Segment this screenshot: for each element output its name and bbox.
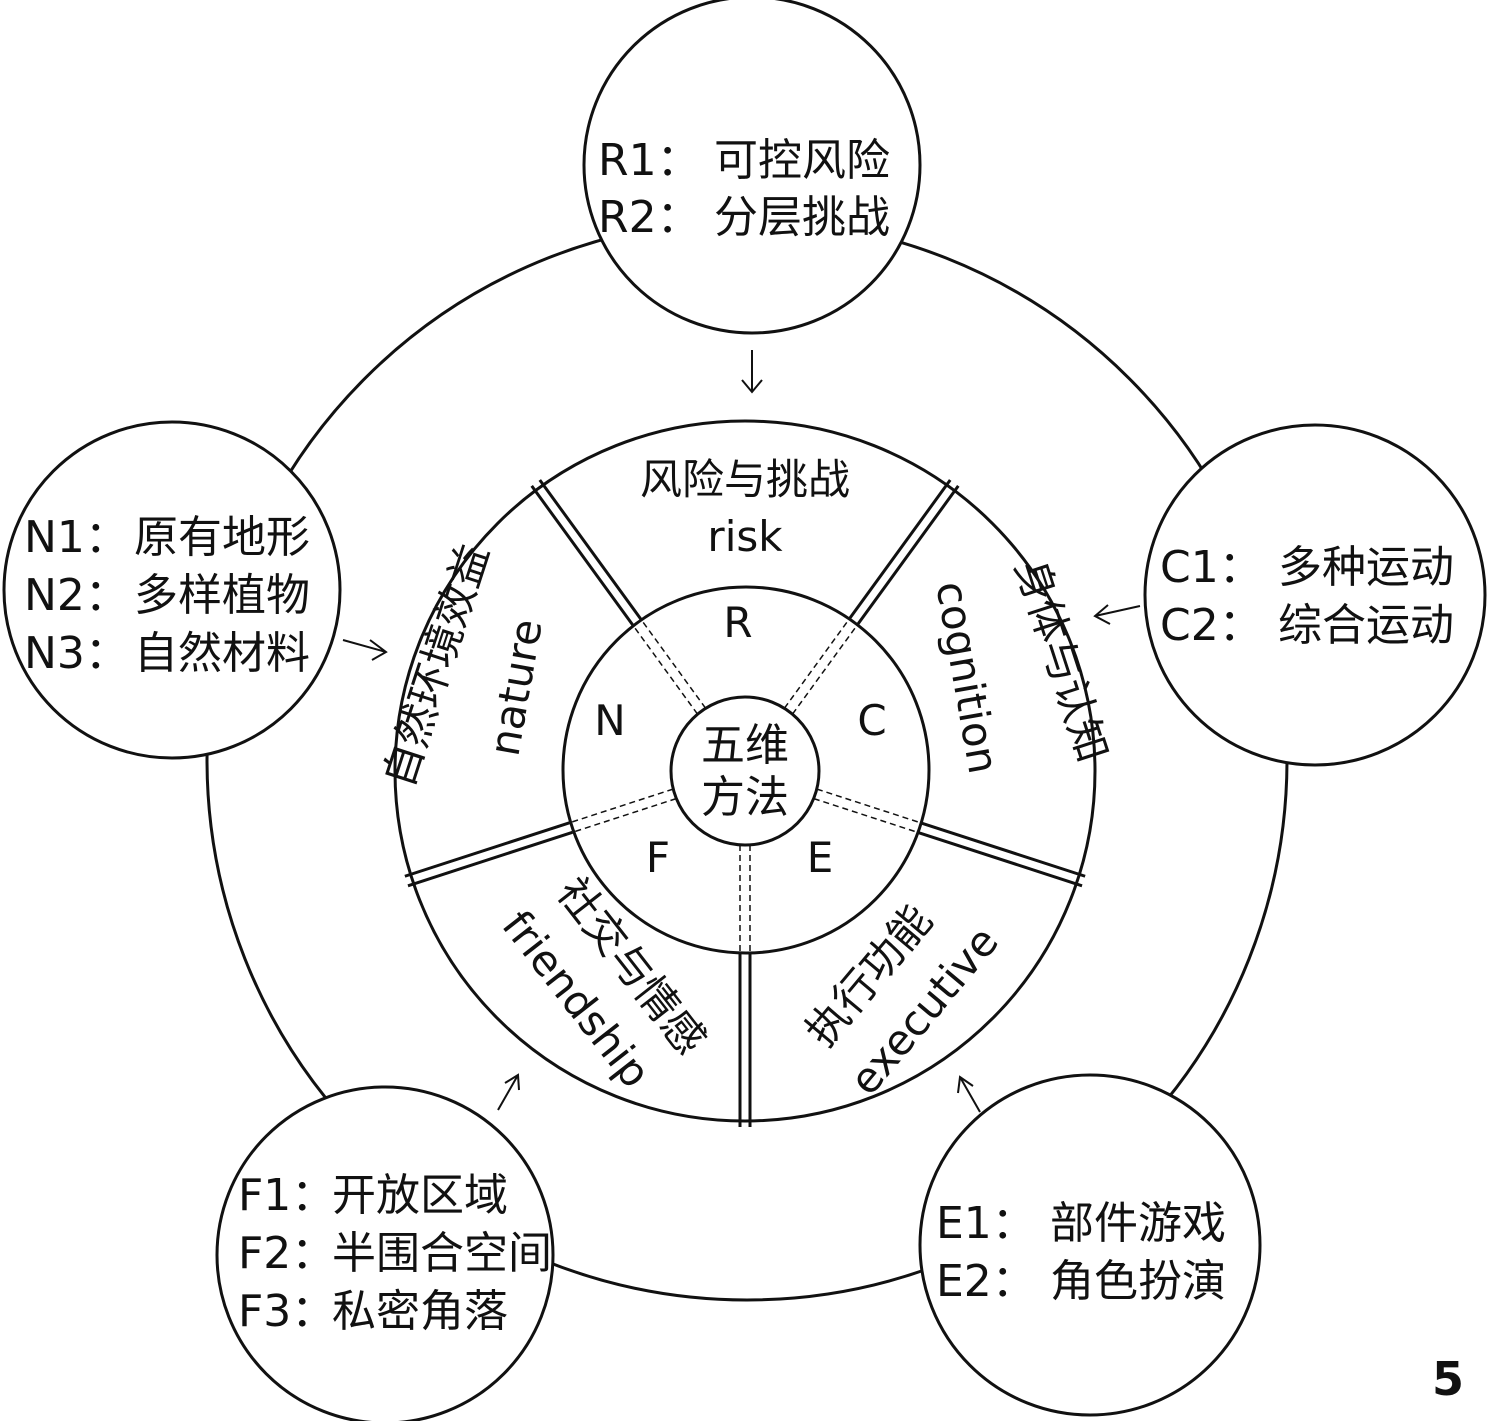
node-code: C2： xyxy=(1160,600,1263,651)
segment-cognition-zh: 身体与认知 xyxy=(1006,553,1118,768)
node-text: 角色扮演 xyxy=(1050,1256,1226,1307)
segment-dividers xyxy=(404,479,1086,1127)
node-r-list: R1： 可控风险 R2： 分层挑战 xyxy=(598,135,890,243)
node-text: 开放区域 xyxy=(332,1170,508,1221)
letter-e: E xyxy=(807,833,834,882)
node-text: 多种运动 xyxy=(1278,542,1454,593)
node-text: 分层挑战 xyxy=(714,192,890,243)
node-text: 自然材料 xyxy=(134,628,310,679)
node-circle-e xyxy=(918,1073,1262,1417)
segment-cognition-en: cognition xyxy=(926,578,1008,778)
node-circle-c xyxy=(1143,423,1487,767)
segment-risk-en: risk xyxy=(707,512,783,561)
node-code: N2： xyxy=(24,570,129,621)
node-f-list: F1： 开放区域 F2： 半围合空间 F3： 私密角落 xyxy=(238,1170,552,1337)
dashed-divider-line xyxy=(640,619,707,709)
center-line2: 方法 xyxy=(701,772,789,823)
node-c-list: C1： 多种运动 C2： 综合运动 xyxy=(1160,542,1454,651)
divider-line xyxy=(917,830,1083,888)
arrow-r-icon xyxy=(741,350,763,394)
node-text: 原有地形 xyxy=(134,512,310,563)
dashed-divider-line xyxy=(632,625,699,715)
node-e-list: E1： 部件游戏 E2： 角色扮演 xyxy=(936,1198,1226,1307)
node-code: F1： xyxy=(238,1170,335,1221)
dashed-divider-line xyxy=(816,788,921,824)
node-circle-n xyxy=(2,420,342,760)
node-code: E1： xyxy=(936,1198,1036,1249)
divider-line xyxy=(847,479,952,621)
segment-ring xyxy=(393,419,1097,1123)
node-circle-f xyxy=(215,1085,555,1421)
dashed-divider-line xyxy=(813,797,918,834)
node-text: 部件游戏 xyxy=(1050,1198,1226,1249)
segment-risk-zh: 风险与挑战 xyxy=(640,455,850,504)
node-code: F3： xyxy=(238,1286,335,1337)
segment-nature-en: nature xyxy=(480,615,552,759)
dashed-divider-line xyxy=(572,797,677,834)
page-number: 5 xyxy=(1432,1352,1464,1406)
letter-dividers xyxy=(569,619,921,954)
segment-nature-zh: 自然环境效益 xyxy=(374,538,498,793)
node-text: 综合运动 xyxy=(1278,600,1454,651)
arrow-f-icon xyxy=(497,1073,520,1111)
divider-line xyxy=(530,485,635,627)
divider-line xyxy=(920,821,1086,878)
node-text: 半围合空间 xyxy=(332,1228,552,1279)
arrows xyxy=(342,350,1141,1113)
node-code: F2： xyxy=(238,1228,335,1279)
arrow-e-icon xyxy=(957,1075,981,1113)
dashed-divider-line xyxy=(569,788,674,824)
node-code: C1： xyxy=(1160,542,1263,593)
node-code: R2： xyxy=(598,192,701,243)
dashed-divider-line xyxy=(783,619,850,709)
divider-line xyxy=(855,485,960,627)
arrow-n-icon xyxy=(342,639,388,661)
node-n-list: N1： 原有地形 N2： 多样植物 N3： 自然材料 xyxy=(24,512,310,679)
letter-f: F xyxy=(646,833,670,882)
node-code: N1： xyxy=(24,512,129,563)
divider-line xyxy=(538,479,643,621)
center-circle xyxy=(669,695,821,847)
node-text: 私密角落 xyxy=(332,1286,508,1337)
letter-c: C xyxy=(857,696,886,745)
letter-n: N xyxy=(594,696,625,745)
node-code: R1： xyxy=(598,135,701,186)
node-text: 可控风险 xyxy=(714,135,890,186)
letter-r: R xyxy=(723,598,752,647)
node-code: E2： xyxy=(936,1256,1036,1307)
dashed-divider-line xyxy=(791,625,858,715)
node-circle-r xyxy=(582,0,922,335)
divider-line xyxy=(407,830,573,888)
divider-line xyxy=(404,821,570,878)
node-text: 多样植物 xyxy=(134,570,310,621)
center-line1: 五维 xyxy=(701,720,789,771)
arrow-c-icon xyxy=(1093,604,1141,625)
node-code: N3： xyxy=(24,628,129,679)
